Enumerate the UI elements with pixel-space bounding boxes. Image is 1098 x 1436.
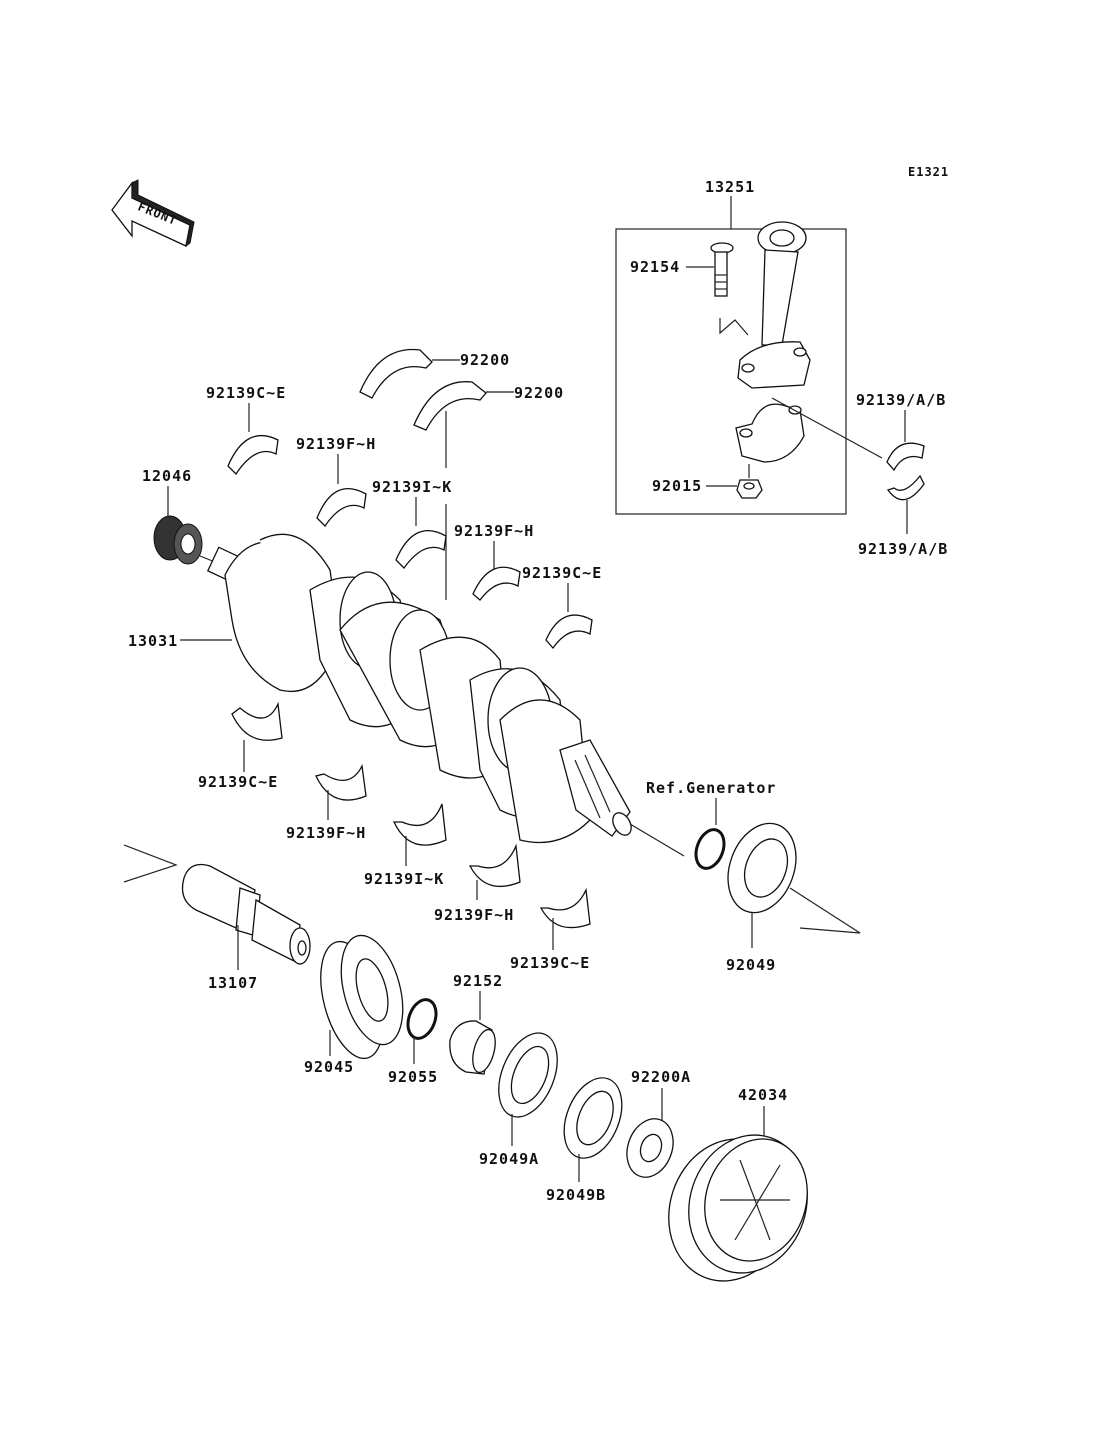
main-bearing-upper-2	[316, 488, 367, 528]
part-label-92139ab-2: 92139/A/B	[858, 540, 948, 558]
main-bearing-lower-1	[231, 701, 283, 741]
rod-bearing-upper	[886, 442, 925, 472]
diagram-code: E1321	[908, 165, 949, 179]
part-label-12046: 12046	[142, 467, 192, 485]
part-label-92200-2: 92200	[514, 384, 564, 402]
part-label-92139ce-2: 92139C~E	[522, 564, 602, 582]
nut	[736, 479, 763, 499]
ball-bearing	[320, 934, 404, 1060]
ref-generator-note: Ref.Generator	[646, 779, 776, 797]
main-bearing-upper-4	[472, 566, 521, 601]
part-label-92200-1: 92200	[460, 351, 510, 369]
part-label-92015: 92015	[652, 477, 702, 495]
part-label-92200A: 92200A	[631, 1068, 691, 1086]
part-label-92152: 92152	[453, 972, 503, 990]
main-bearing-upper-5	[545, 614, 593, 650]
part-label-92139ik-1: 92139I~K	[372, 478, 452, 496]
main-bearing-lower-2	[315, 763, 367, 801]
output-shaft	[181, 863, 311, 965]
main-bearing-lower-5	[539, 887, 591, 929]
main-bearing-upper-3	[395, 530, 447, 570]
part-label-92139ab-1: 92139/A/B	[856, 391, 946, 409]
main-bearing-upper-1	[227, 435, 279, 476]
part-label-92139fh-2: 92139F~H	[454, 522, 534, 540]
connecting-rod	[737, 221, 811, 389]
part-label-92154: 92154	[630, 258, 680, 276]
main-bearing-lower-3	[392, 803, 447, 846]
part-label-13031: 13031	[128, 632, 178, 650]
part-label-92049: 92049	[726, 956, 776, 974]
o-ring-2	[694, 828, 726, 870]
part-label-92049B: 92049B	[546, 1186, 606, 1204]
part-label-92139ik-2: 92139I~K	[364, 870, 444, 888]
part-label-92139ce-1: 92139C~E	[206, 384, 286, 402]
part-label-92139fh-1: 92139F~H	[296, 435, 376, 453]
thrust-washer-1	[359, 348, 433, 399]
rod-bearing-lower	[886, 474, 925, 501]
part-label-92139ce-3: 92139C~E	[198, 773, 278, 791]
oil-seal-a	[498, 1032, 558, 1118]
connecting-rod-assembly: 13251 92154	[615, 178, 847, 515]
part-label-92055: 92055	[388, 1068, 438, 1086]
part-label-92139ce-4: 92139C~E	[510, 954, 590, 972]
connecting-rod-cap	[735, 403, 805, 463]
o-ring	[406, 998, 438, 1040]
connecting-rod-bolt	[710, 242, 734, 297]
assembly-box	[615, 228, 847, 515]
part-label-92139fh-3: 92139F~H	[286, 824, 366, 842]
assembly-label: 13251	[705, 178, 755, 196]
main-bearing-lower-4	[468, 843, 521, 888]
part-label-92045: 92045	[304, 1058, 354, 1076]
front-arrow-icon: FRONT	[111, 179, 195, 248]
collar	[449, 1020, 496, 1075]
part-label-42034: 42034	[738, 1086, 788, 1104]
washer	[626, 1118, 674, 1178]
part-label-13107: 13107	[208, 974, 258, 992]
oil-seal	[727, 822, 797, 914]
oil-seal-b	[563, 1077, 623, 1159]
part-label-92139fh-4: 92139F~H	[434, 906, 514, 924]
part-label-92049A: 92049A	[479, 1150, 539, 1168]
crankshaft-gear	[153, 515, 203, 565]
thrust-washer-2	[413, 381, 487, 431]
pulley	[668, 1134, 808, 1282]
crankshaft	[199, 533, 632, 844]
